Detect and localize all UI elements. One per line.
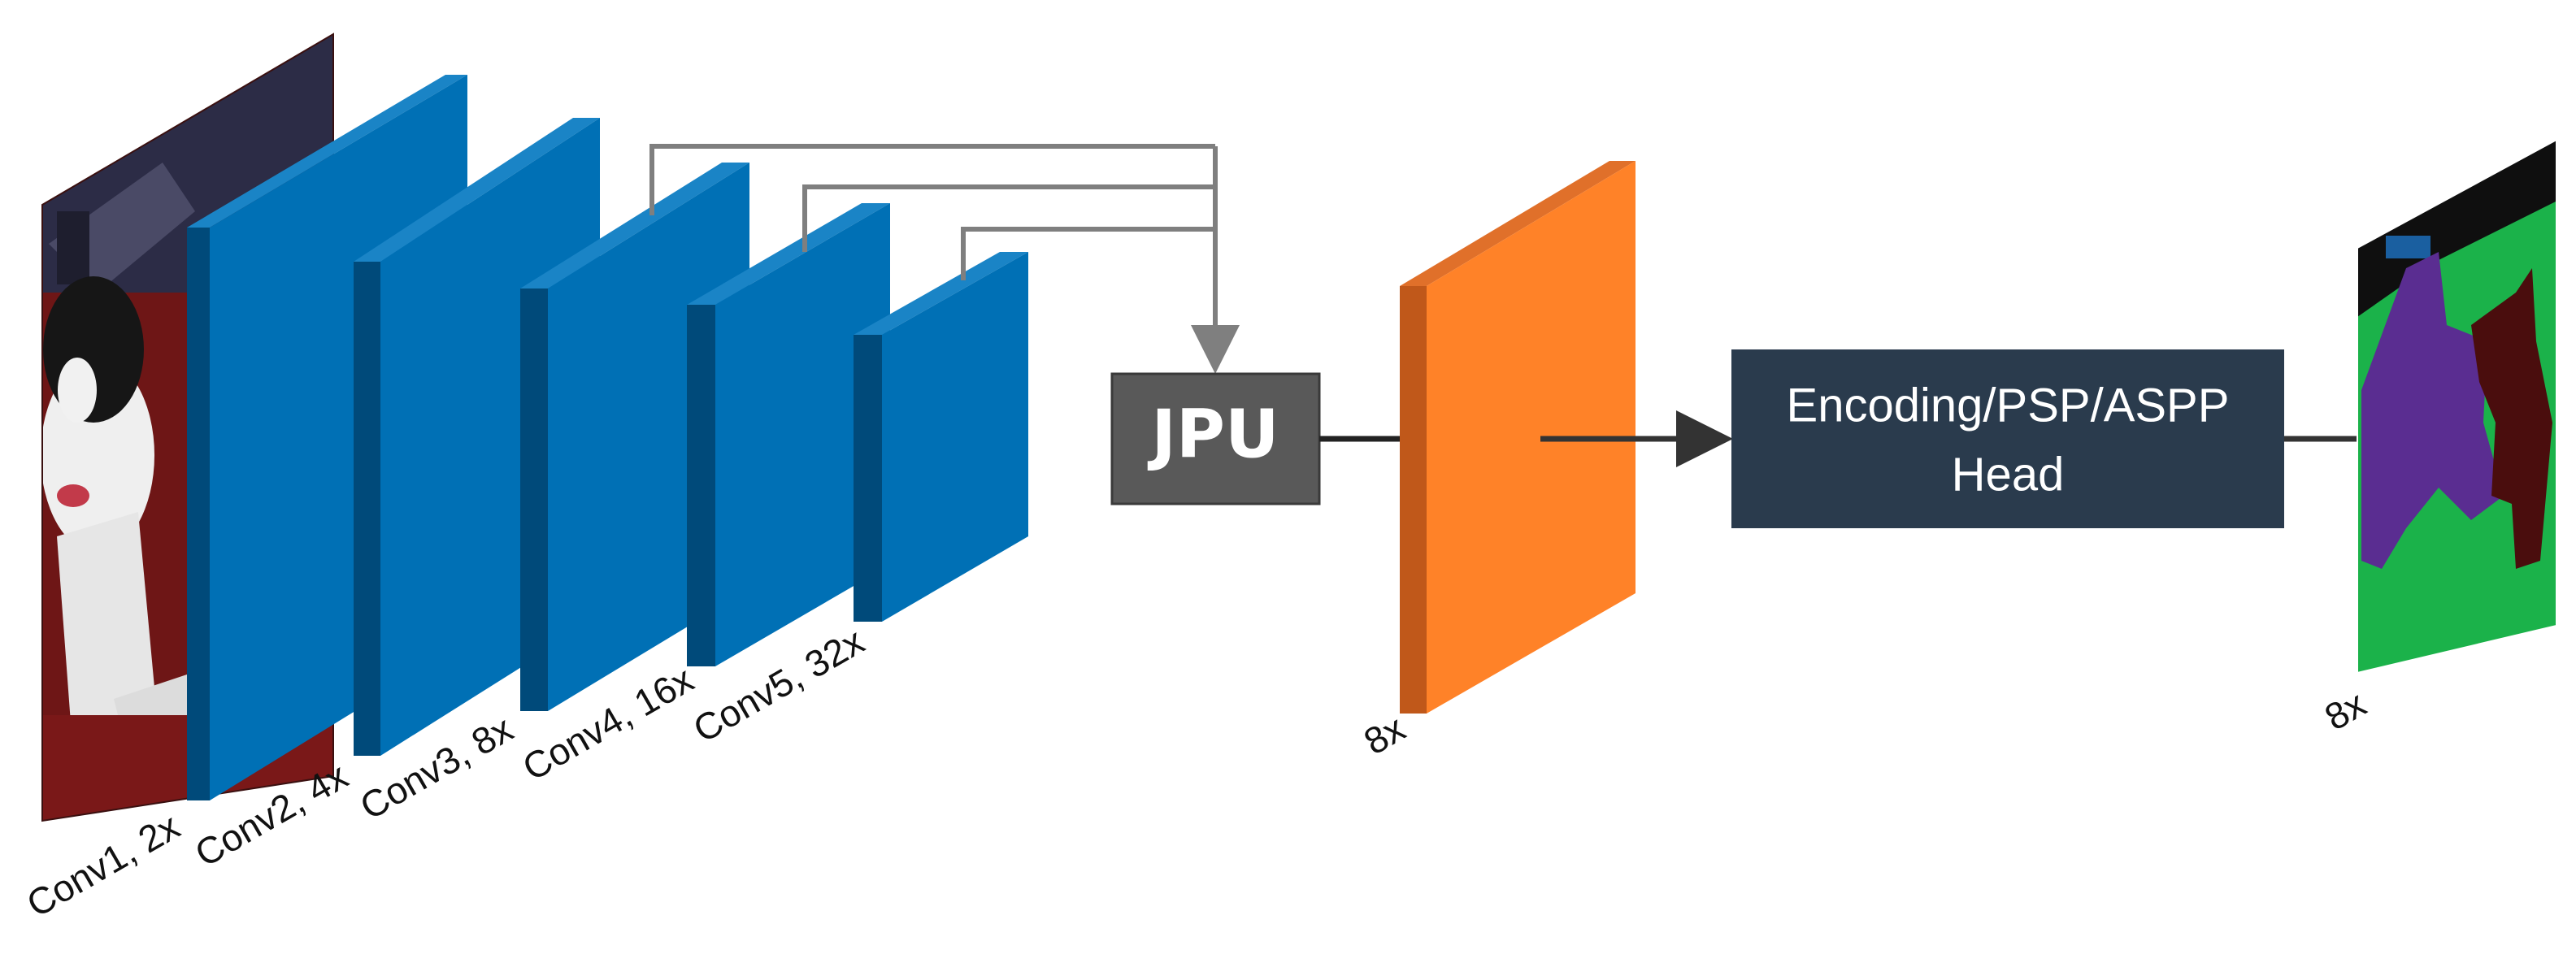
output-label: 8x bbox=[2318, 682, 2373, 738]
head-label-line1: Encoding/PSP/ASPP bbox=[1787, 379, 2230, 432]
conv4-block bbox=[687, 203, 890, 666]
input-image bbox=[42, 34, 333, 821]
jpu-label: JPU bbox=[1147, 396, 1279, 473]
conv1-label: Conv1, 2x bbox=[20, 805, 186, 926]
input-image-border bbox=[41, 33, 334, 822]
output-border bbox=[2357, 138, 2557, 675]
jpu-output-feature-map bbox=[1400, 161, 1636, 714]
feature-map-label: 8x bbox=[1357, 706, 1412, 762]
output-segmentation-map bbox=[2357, 140, 2556, 673]
conv4-connector bbox=[802, 184, 1215, 252]
conv3-connector bbox=[649, 144, 1215, 215]
jpu-module: JPU bbox=[1110, 372, 1321, 505]
head-label-line2: Head bbox=[1952, 448, 2065, 501]
conv5-connector bbox=[961, 227, 1215, 280]
conv5-block bbox=[854, 252, 1028, 622]
segmentation-head: Encoding/PSP/ASPP Head bbox=[1731, 349, 2284, 528]
skip-connectors bbox=[649, 144, 1240, 374]
